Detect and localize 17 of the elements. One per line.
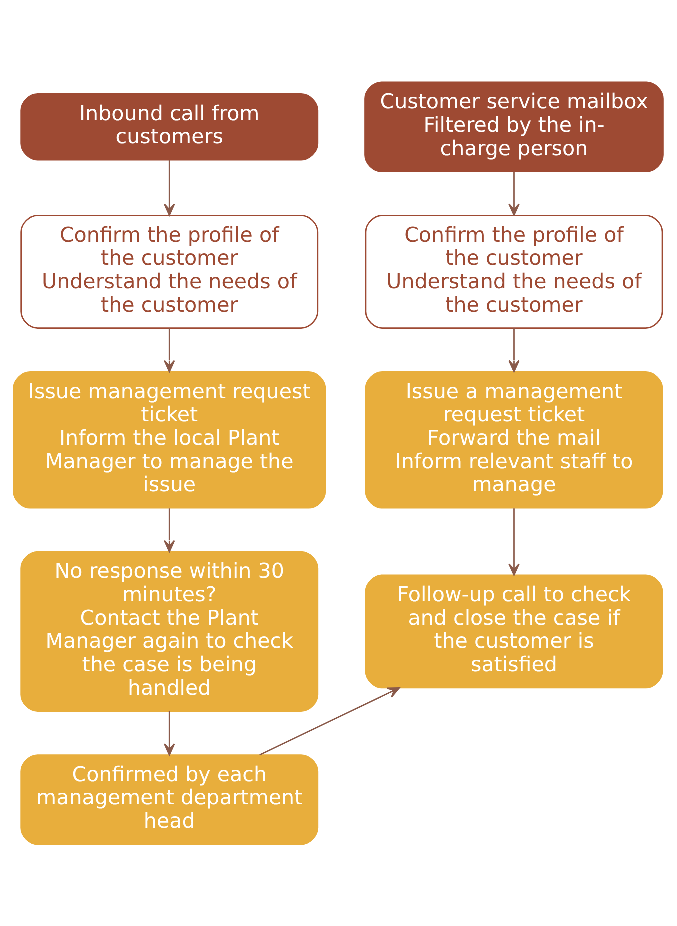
node-box: Issue a management request ticket Forward the mail Inform relevant staff to manage [365, 371, 664, 508]
arrow [508, 171, 520, 216]
node-box: Follow-up call to check and close the case if the customer is satisfied [365, 574, 664, 688]
node-box: Inbound call from customers [20, 92, 319, 160]
arrow [164, 508, 176, 552]
node-box: Issue management request ticket Inform the local Plant Manager to manage the issue [13, 371, 326, 508]
arrow [164, 160, 176, 216]
arrow [260, 686, 400, 756]
arrow [164, 710, 176, 756]
arrow [508, 508, 520, 576]
node-box: Confirm the profile of the customer Understand the needs of the customer [365, 214, 664, 328]
node-box: Customer service mailbox Filtered by the in-charge person [364, 81, 664, 172]
node-box: No response within 30 minutes? Contact the Plant Manager again to check the case is being handled [20, 550, 319, 712]
node-box: Confirmed by each management department head [20, 754, 319, 845]
arrow [508, 328, 520, 372]
node-box: Confirm the profile of the customer Understand the needs of the customer [20, 214, 319, 328]
arrow [164, 328, 176, 372]
